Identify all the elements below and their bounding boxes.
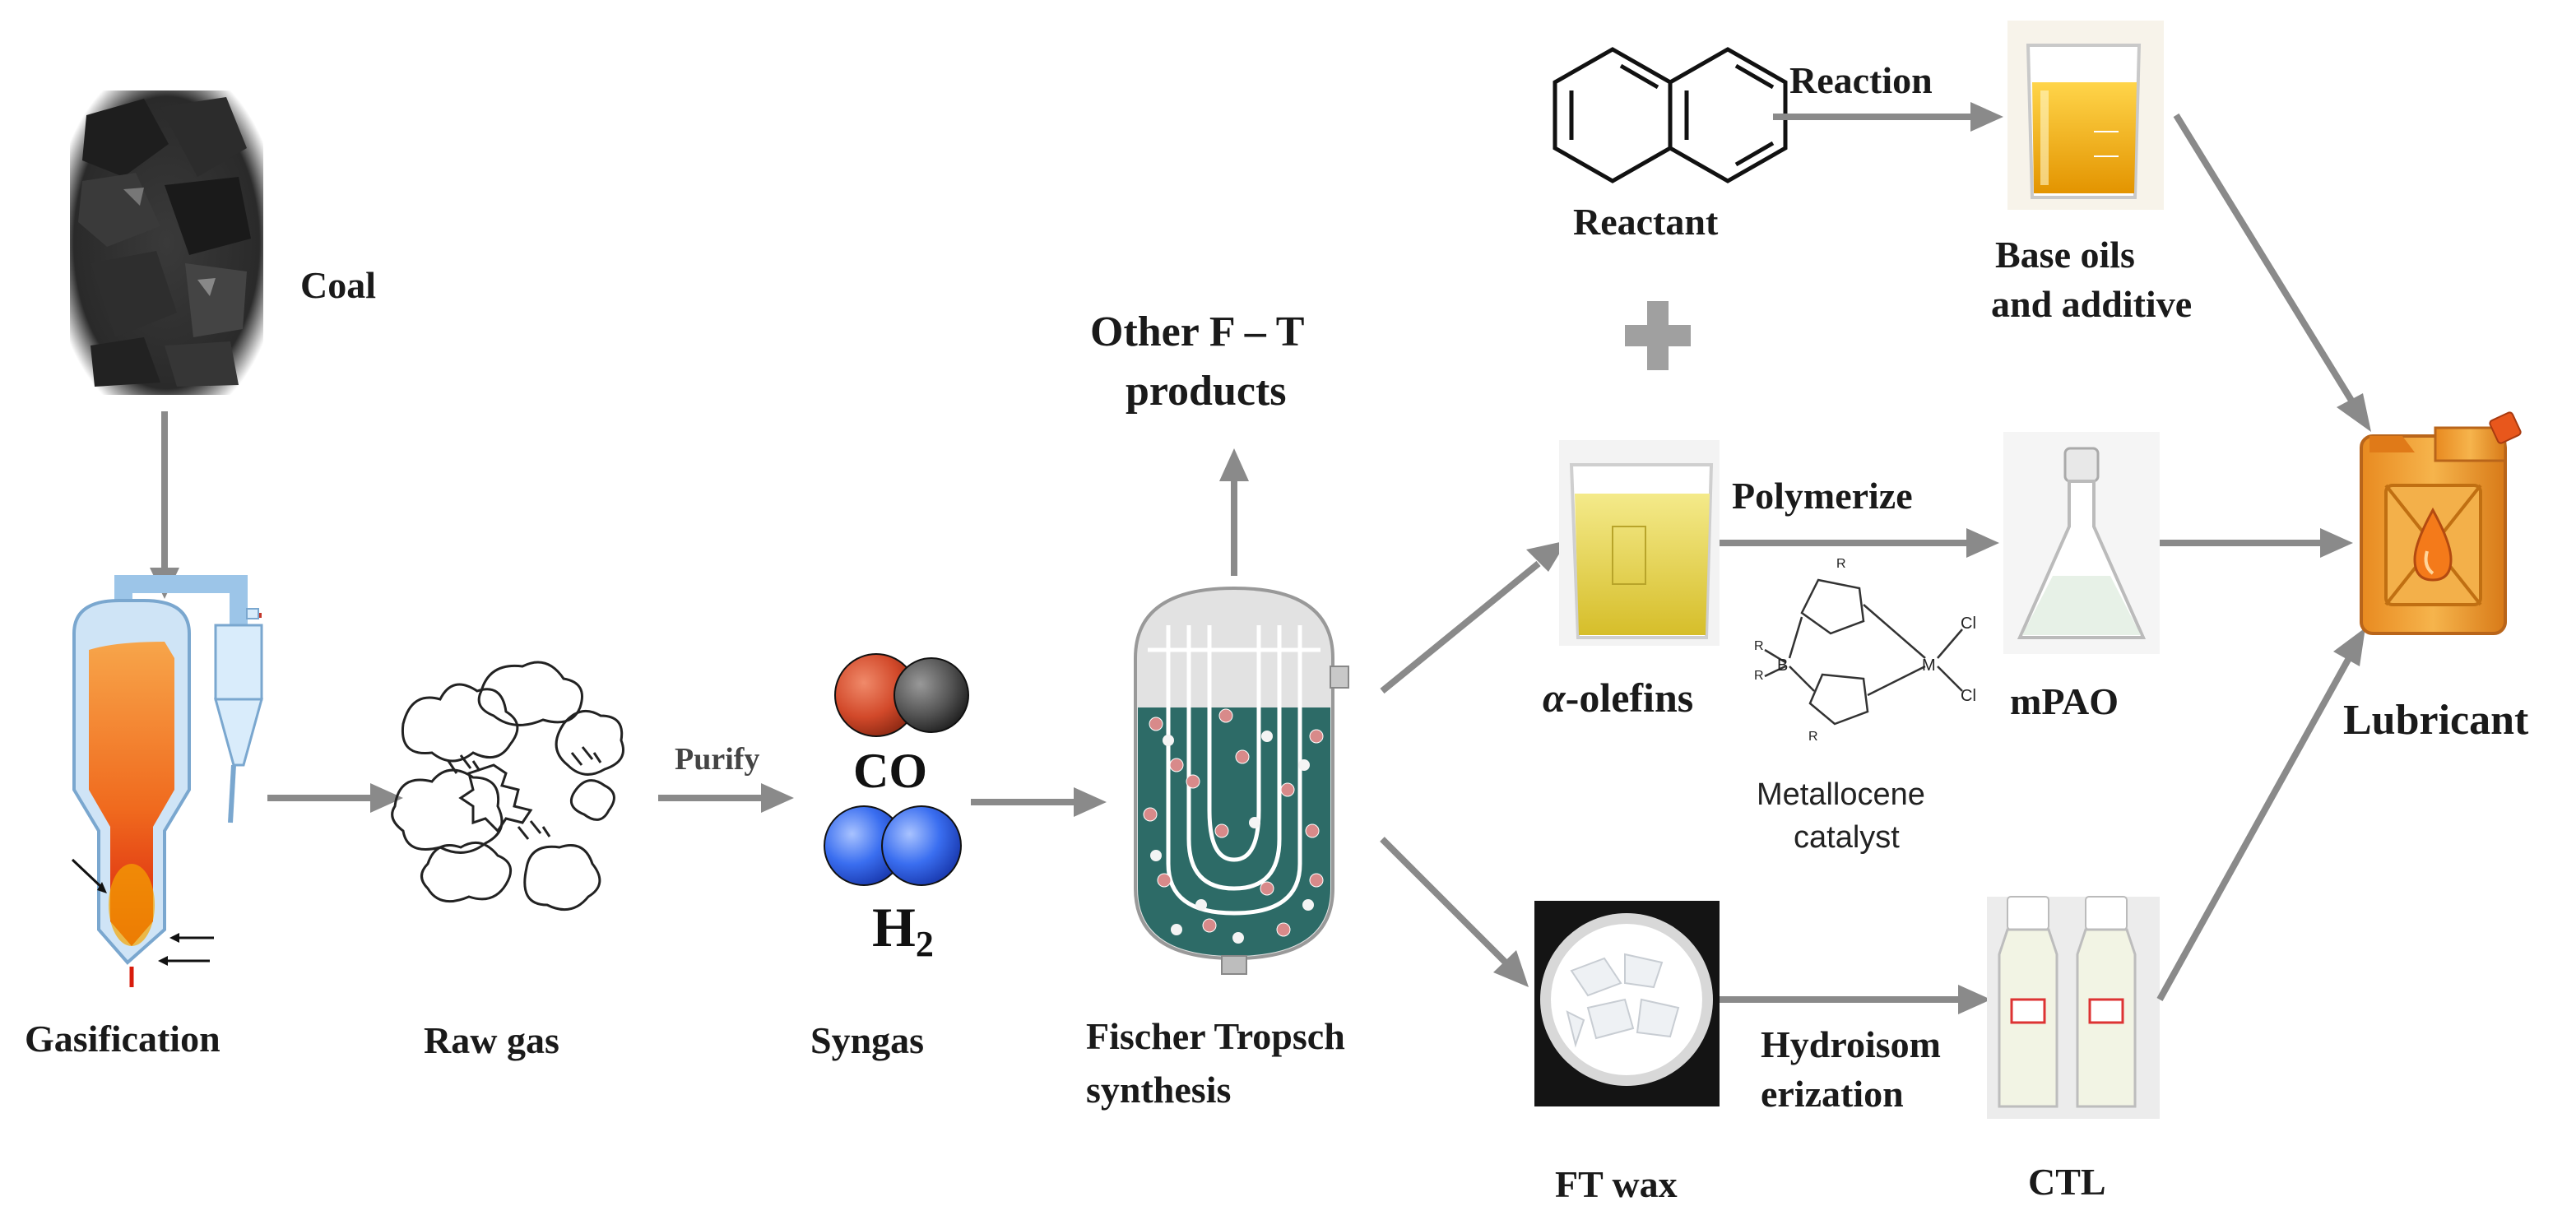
catalyst-atom-cl2: Cl [1961, 687, 1976, 705]
catalyst-atom-m: M [1922, 656, 1936, 675]
syngas-label: Syngas [810, 1019, 924, 1061]
hydroisom-label-1: Hydroisom [1761, 1023, 1941, 1065]
metallocene-label-2: catalyst [1794, 820, 1900, 855]
arrow-syngas-to-reactor [971, 787, 1107, 817]
metallocene-atom-labels: B M Cl Cl R R R R [1754, 557, 1976, 744]
arrow-purify [658, 783, 794, 813]
lubricant-label: Lubricant [2343, 697, 2529, 744]
h2-molecule-icon [824, 805, 962, 886]
catalyst-atom-cl1: Cl [1961, 615, 1976, 633]
ft-wax-image [1534, 901, 1720, 1106]
other-ft-products-label-2: products [1126, 368, 1287, 415]
gasification-label: Gasification [25, 1018, 220, 1060]
arrow-mpao-to-lubricant [2160, 528, 2353, 558]
metallocene-catalyst-structure [1764, 578, 1963, 726]
arrow-reactor-to-olefins [1380, 540, 1567, 694]
coal-image [70, 90, 263, 395]
co-molecule-icon [834, 653, 969, 737]
mpao-flask-image [2003, 432, 2160, 654]
ft-wax-label: FT wax [1555, 1163, 1678, 1205]
raw-gas-cloud-icon [391, 661, 624, 912]
arrow-reactor-to-other-products [1219, 448, 1249, 576]
hydroisom-label-2: erization [1761, 1073, 1904, 1115]
arrow-reaction [1773, 102, 2003, 132]
arrow-gasifier-to-rawgas [267, 783, 403, 813]
arrow-polymerize [1720, 528, 1999, 558]
plus-icon [1625, 301, 1691, 370]
coal-label: Coal [300, 264, 376, 306]
alpha-symbol: α [1543, 675, 1566, 721]
h2-label: H2 [872, 896, 934, 964]
co-label: CO [853, 744, 927, 798]
catalyst-atom-b: B [1777, 656, 1788, 675]
reaction-label: Reaction [1789, 59, 1933, 101]
arrow-ctl-to-lubricant [2156, 628, 2365, 1001]
base-oils-beaker-image [2007, 21, 2164, 210]
other-ft-products-label-1: Other F – T [1090, 308, 1304, 355]
h2-main: H [872, 896, 916, 958]
ctl-label: CTL [2028, 1161, 2106, 1203]
purify-label: Purify [675, 742, 759, 777]
reactant-naphthalene-icon [1553, 47, 1788, 183]
metallocene-label-1: Metallocene [1757, 777, 1925, 812]
alpha-olefins-beaker-image [1559, 440, 1720, 646]
arrow-reactor-to-ftwax [1380, 837, 1529, 987]
ft-synthesis-label-1: Fischer Tropsch [1086, 1015, 1345, 1057]
ft-synthesis-label-2: synthesis [1086, 1069, 1231, 1111]
fischer-tropsch-reactor-icon [1134, 586, 1349, 975]
mpao-label: mPAO [2010, 680, 2119, 722]
arrow-baseoils-to-lubricant [2173, 113, 2371, 432]
arrow-coal-to-gasifier [150, 411, 179, 599]
ctl-bottles-image [1987, 896, 2160, 1119]
arrow-hydroisomerization [1720, 985, 1991, 1014]
base-oils-label-1: Base oils [1995, 234, 2135, 276]
catalyst-atom-r2: R [1754, 639, 1764, 653]
polymerize-label: Polymerize [1732, 475, 1913, 517]
catalyst-atom-r1: R [1836, 557, 1846, 571]
catalyst-atom-r3: R [1754, 669, 1764, 683]
h2-subscript: 2 [916, 924, 934, 964]
raw-gas-label: Raw gas [424, 1019, 559, 1061]
alpha-olefins-label: α-olefins [1543, 675, 1693, 721]
gasifier-icon [71, 575, 263, 987]
olefins-text: -olefins [1566, 675, 1694, 721]
reactant-label: Reactant [1573, 201, 1719, 243]
base-oils-label-2: and additive [1991, 283, 2192, 325]
catalyst-atom-r4: R [1808, 730, 1818, 744]
lubricant-can-icon [2360, 411, 2522, 635]
